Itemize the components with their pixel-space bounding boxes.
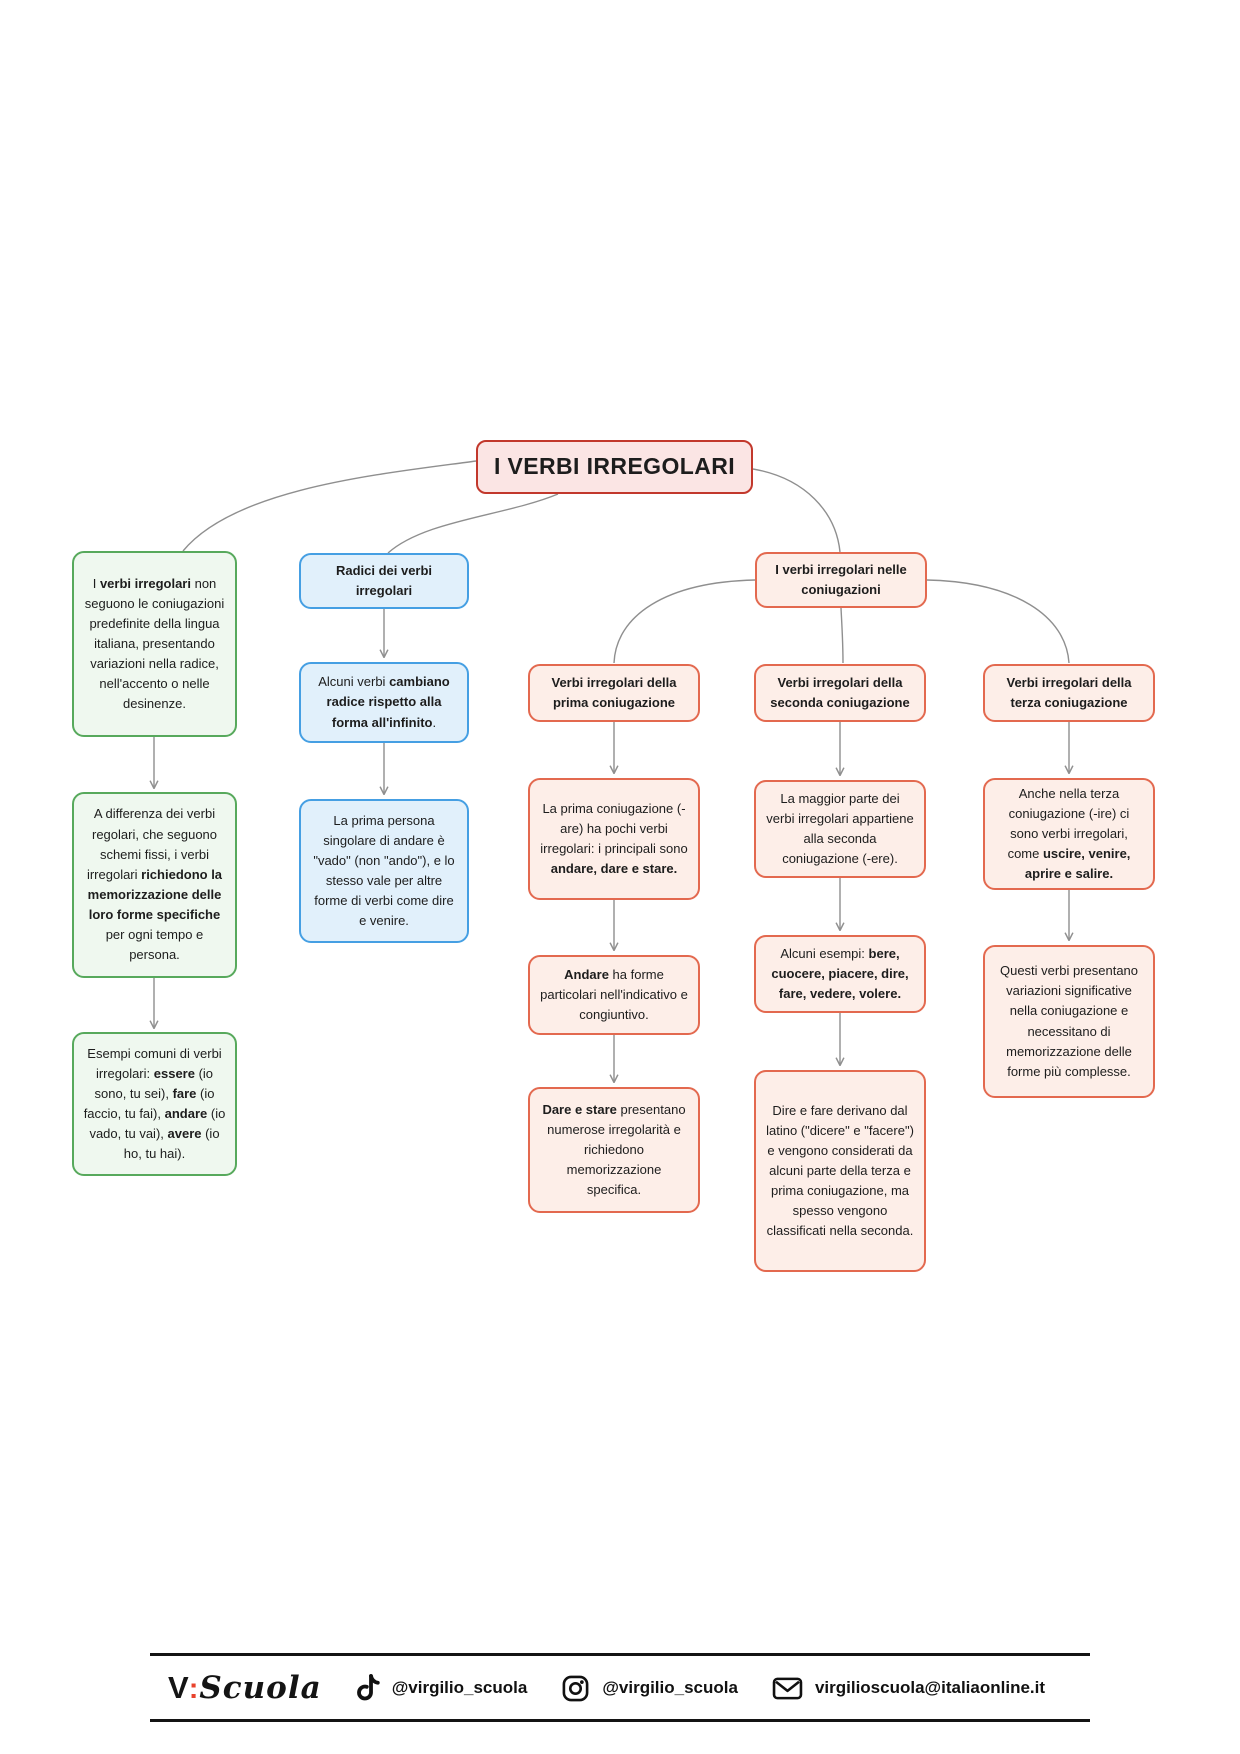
second-conjugation-box-2: Alcuni esempi: bere, cuocere, piacere, d…	[754, 935, 926, 1013]
logo-colon: :	[188, 1673, 199, 1705]
virgilio-scuola-logo: V : Scuola	[168, 1670, 322, 1706]
roots-change-text: Alcuni verbi cambiano radice rispetto al…	[318, 674, 450, 730]
third-conjugation-text-2: Questi verbi presentano variazioni signi…	[999, 963, 1139, 1079]
roots-example-text: La prima persona singolare di andare è "…	[313, 812, 455, 929]
first-conjugation-text-3: Dare e stare presentano numerose irregol…	[542, 1101, 686, 1198]
overview-examples-box: Esempi comuni di verbi irregolari: esser…	[72, 1032, 237, 1176]
email-address: virgilioscuola@italiaonline.it	[814, 1678, 1046, 1697]
conjugations-header-text: I verbi irregolari nelle coniugazioni	[775, 561, 907, 597]
logo-v: V	[168, 1670, 189, 1705]
first-conjugation-box-2: Andare ha forme particolari nell'indicat…	[528, 955, 700, 1035]
first-conjugation-header-box: Verbi irregolari della prima coniugazion…	[528, 664, 700, 722]
roots-example-box: La prima persona singolare di andare è "…	[299, 799, 469, 943]
third-conjugation-box-2: Questi verbi presentano variazioni signi…	[983, 945, 1155, 1098]
title-box: I VERBI IRREGOLARI	[476, 440, 753, 494]
tiktok-icon	[356, 1673, 380, 1703]
roots-header-box: Radici dei verbi irregolari	[299, 553, 469, 609]
overview-definition-box: I verbi irregolari non seguono le coniug…	[72, 551, 237, 737]
second-conjugation-header-text: Verbi irregolari della seconda coniugazi…	[770, 674, 910, 710]
second-conjugation-text-1: La maggior parte dei verbi irregolari ap…	[766, 790, 914, 867]
overview-examples-text: Esempi comuni di verbi irregolari: esser…	[83, 1045, 226, 1162]
third-conjugation-header-box: Verbi irregolari della terza coniugazion…	[983, 664, 1155, 722]
conjugations-header-box: I verbi irregolari nelle coniugazioni	[755, 552, 927, 608]
email-contact: virgilioscuola@italiaonline.it	[772, 1676, 1045, 1701]
roots-header-text: Radici dei verbi irregolari	[335, 562, 433, 598]
email-icon	[772, 1676, 803, 1701]
second-conjugation-box-3: Dire e fare derivano dal latino ("dicere…	[754, 1070, 926, 1272]
second-conjugation-text-3: Dire e fare derivano dal latino ("dicere…	[766, 1102, 914, 1239]
first-conjugation-header-text: Verbi irregolari della prima coniugazion…	[551, 674, 677, 710]
instagram-icon	[561, 1674, 590, 1703]
first-conjugation-text-1: La prima coniugazione (-are) ha pochi ve…	[540, 800, 688, 877]
overview-memorization-box: A differenza dei verbi regolari, che seg…	[72, 792, 237, 978]
tiktok-handle: @virgilio_scuola	[391, 1678, 528, 1697]
second-conjugation-text-2: Alcuni esempi: bere, cuocere, piacere, d…	[771, 945, 909, 1002]
third-conjugation-box-1: Anche nella terza coniugazione (-ire) ci…	[983, 778, 1155, 890]
footer-top-rule	[150, 1653, 1090, 1656]
instagram-contact: @virgilio_scuola	[561, 1674, 738, 1703]
instagram-handle: @virgilio_scuola	[602, 1678, 738, 1697]
second-conjugation-box-1: La maggior parte dei verbi irregolari ap…	[754, 780, 926, 878]
third-conjugation-header-text: Verbi irregolari della terza coniugazion…	[1006, 674, 1132, 710]
footer: V : Scuola @virgilio_scuola @virgil	[168, 1662, 1098, 1714]
first-conjugation-box-1: La prima coniugazione (-are) ha pochi ve…	[528, 778, 700, 900]
overview-memorization-text: A differenza dei verbi regolari, che seg…	[86, 806, 223, 963]
overview-definition-text: I verbi irregolari non seguono le coniug…	[84, 575, 225, 712]
second-conjugation-header-box: Verbi irregolari della seconda coniugazi…	[754, 664, 926, 722]
roots-change-box: Alcuni verbi cambiano radice rispetto al…	[299, 662, 469, 743]
first-conjugation-box-3: Dare e stare presentano numerose irregol…	[528, 1087, 700, 1213]
logo-name: Scuola	[199, 1670, 322, 1706]
third-conjugation-text-1: Anche nella terza coniugazione (-ire) ci…	[1007, 785, 1131, 882]
page-title: I VERBI IRREGOLARI	[493, 453, 736, 480]
first-conjugation-text-2: Andare ha forme particolari nell'indicat…	[540, 966, 688, 1023]
tiktok-contact: @virgilio_scuola	[356, 1673, 528, 1703]
footer-bottom-rule	[150, 1719, 1090, 1722]
